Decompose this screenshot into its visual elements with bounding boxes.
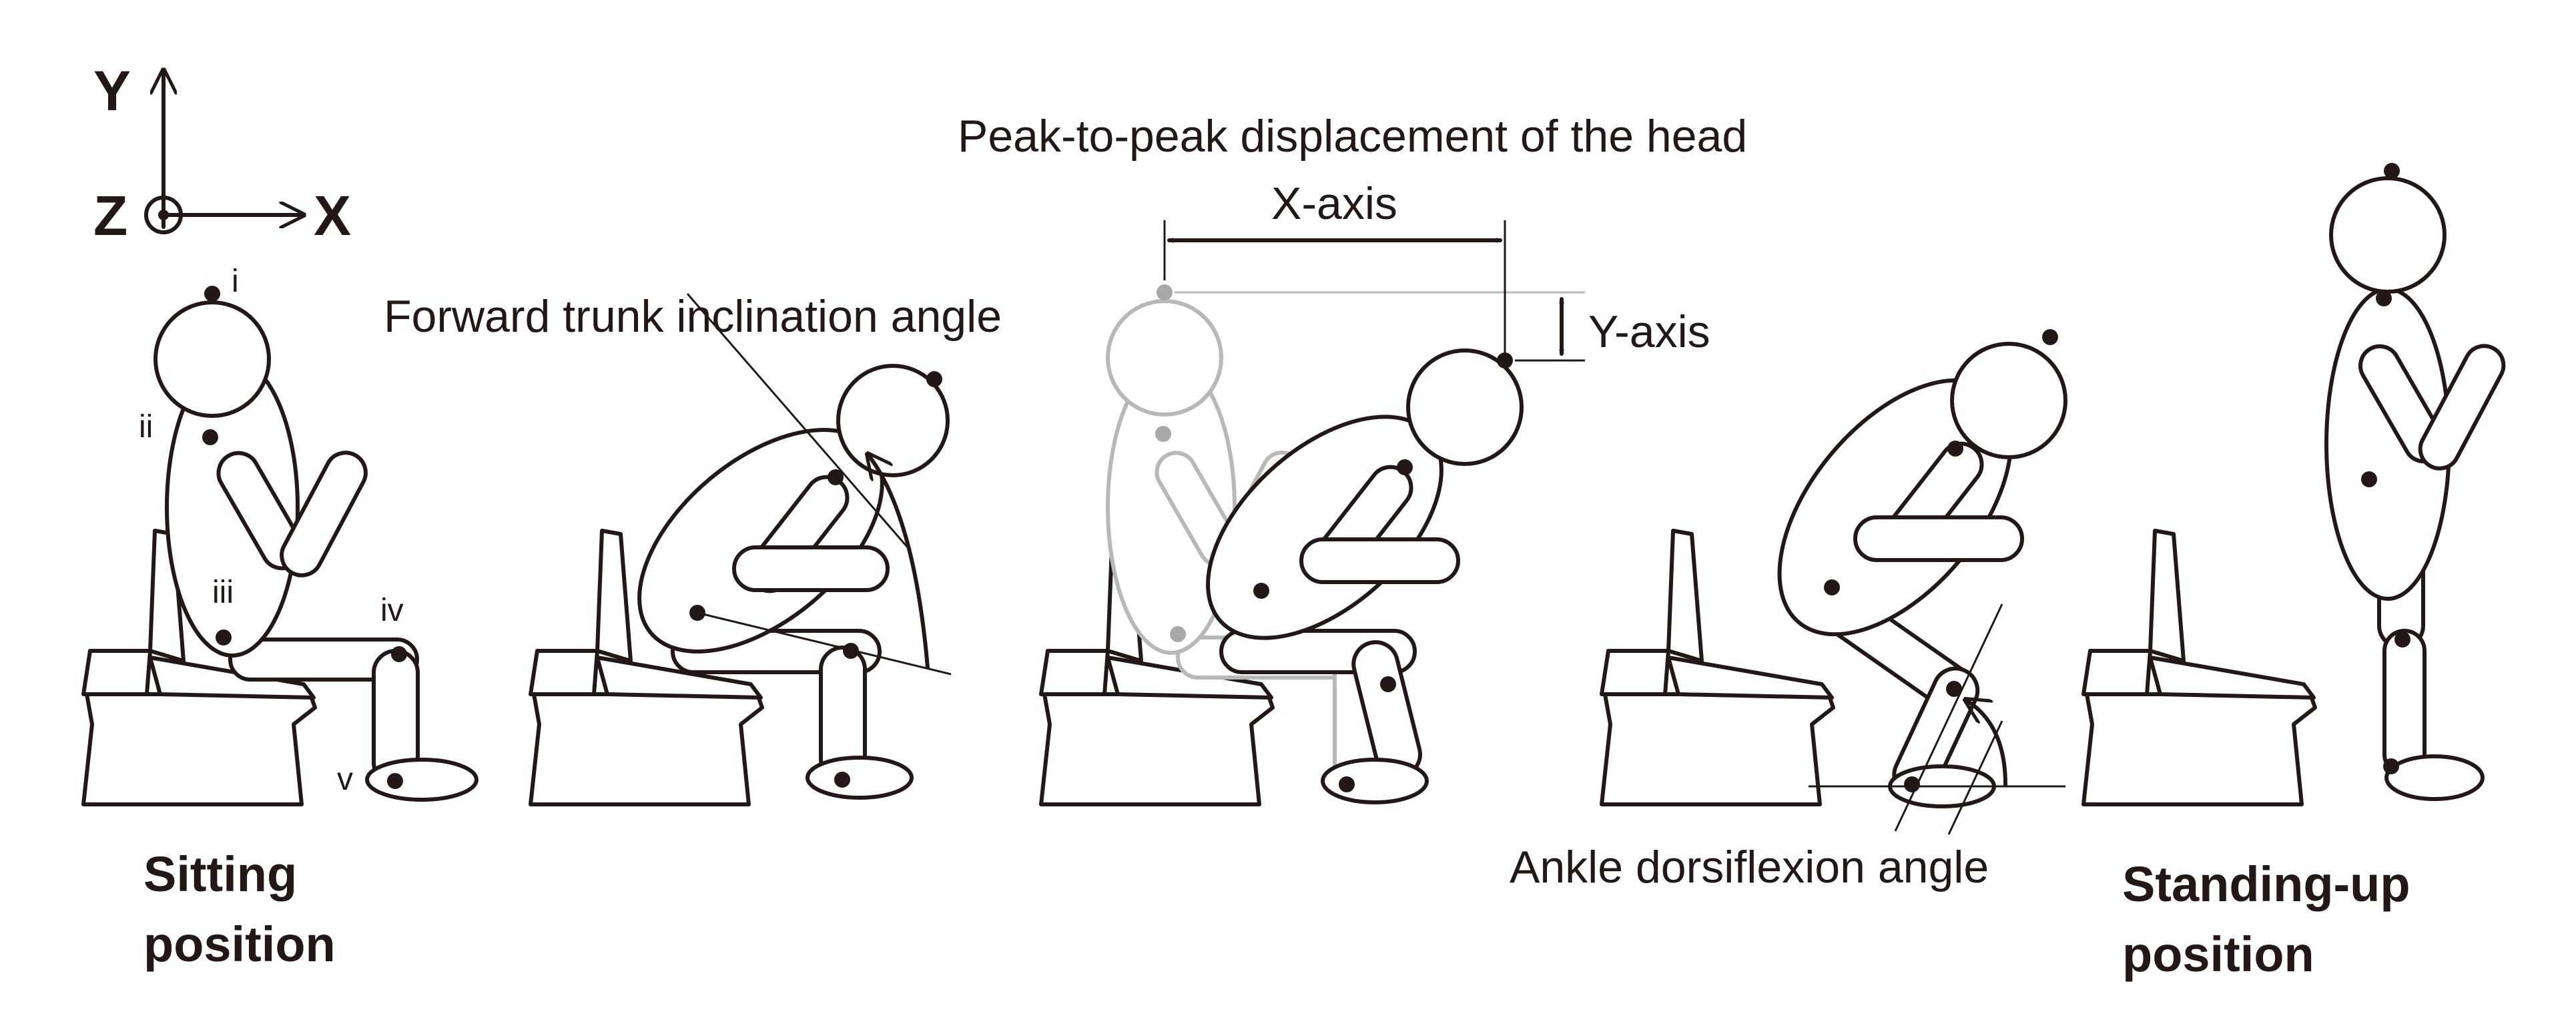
landmark-label-i: i	[232, 264, 239, 299]
landmark-head-vertex	[204, 286, 220, 302]
caption-standing-line1: Standing-up	[2122, 856, 2410, 912]
coordinate-axes: Y X Z	[93, 59, 351, 247]
toilet-4	[1600, 529, 1835, 806]
label-x-axis: X-axis	[1271, 178, 1397, 229]
z-axis-symbol	[144, 196, 183, 234]
ankle-angle-shank-line	[1894, 603, 2003, 832]
landmark-hip	[216, 629, 232, 646]
figure-ankle-dorsiflexion	[1600, 329, 2067, 835]
ankle-angle-shank-line-2	[1947, 720, 2003, 835]
label-peak-to-peak: Peak-to-peak displacement of the head	[958, 111, 1747, 162]
y-axis-label: Y	[93, 59, 131, 122]
figure-head-displacement	[1039, 220, 1585, 806]
caption-standing-line2: position	[2122, 927, 2314, 982]
landmark-label-iii: iii	[212, 575, 234, 610]
x-axis-label: X	[314, 184, 351, 247]
label-ankle-dorsiflexion: Ankle dorsiflexion angle	[1510, 842, 1989, 892]
label-forward-trunk-inclination: Forward trunk inclination angle	[384, 291, 1002, 342]
landmark-label-ii: ii	[139, 409, 153, 445]
landmark-label-iv: iv	[380, 593, 404, 628]
figure-trunk-inclination	[529, 293, 952, 806]
figure-sitting: i ii iii iv v	[81, 264, 478, 806]
caption-sitting-line2: position	[143, 917, 336, 972]
toilet-2	[529, 529, 764, 806]
landmark-shoulder	[202, 429, 218, 445]
trunk-angle-vertical	[686, 293, 909, 548]
toilet-5	[2081, 529, 2317, 806]
landmark-knee	[391, 646, 407, 662]
landmark-label-v: v	[337, 762, 353, 797]
z-axis-label: Z	[93, 184, 127, 247]
label-y-axis: Y-axis	[1588, 306, 1710, 357]
figure-standing	[2081, 163, 2506, 806]
ankle-angle-arc	[1965, 700, 2007, 786]
caption-sitting-line1: Sitting	[143, 846, 297, 902]
trunk-angle-baseline	[697, 611, 952, 676]
trunk-angle-arc	[868, 454, 930, 670]
z-axis-dot	[158, 210, 169, 220]
landmark-ankle	[387, 773, 403, 789]
